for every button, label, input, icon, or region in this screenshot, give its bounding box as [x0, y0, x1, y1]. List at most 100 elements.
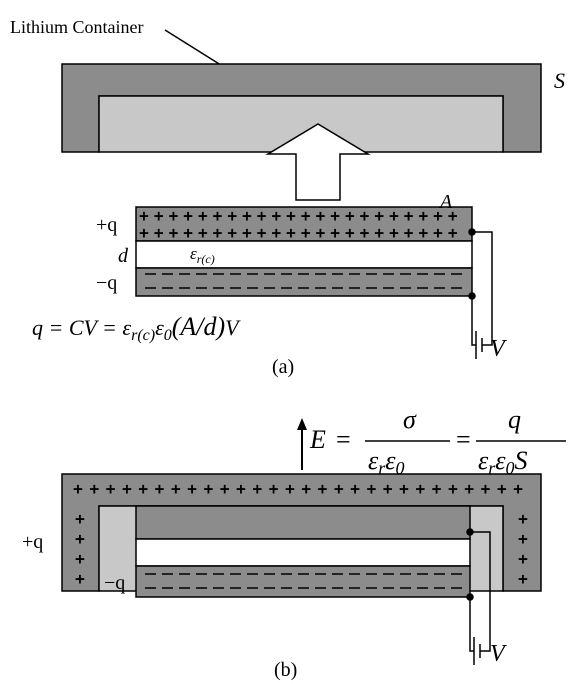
area-A-label: A [438, 191, 453, 213]
plus-charge-mark: + [448, 223, 458, 242]
svg-text:=: = [456, 425, 471, 454]
plus-charge-mark: + [497, 479, 507, 498]
plus-charge-mark: + [75, 509, 85, 528]
plus-charge-mark: + [252, 479, 262, 498]
plus-charge-mark: + [169, 206, 179, 225]
svg-text:εrε0: εrε0 [368, 446, 405, 478]
plus-charge-mark: + [464, 479, 474, 498]
plus-charge-mark: + [138, 479, 148, 498]
plus-charge-mark: + [513, 479, 523, 498]
plus-charge-mark: + [389, 223, 399, 242]
field-arrow [297, 418, 307, 470]
plus-charge-mark: + [345, 223, 355, 242]
plus-charge-mark: + [198, 206, 208, 225]
plus-charge-mark: + [271, 223, 281, 242]
bottom-plate-b [135, 565, 471, 598]
svg-text:εrε0S: εrε0S [478, 446, 528, 478]
plus-charge-mark: + [154, 223, 164, 242]
svg-text:=: = [336, 425, 351, 454]
plus-charge-mark: + [418, 206, 428, 225]
plus-charge-mark: + [360, 223, 370, 242]
plus-charge-mark: + [301, 223, 311, 242]
plus-charge-mark: + [418, 223, 428, 242]
top-plate-a [135, 206, 473, 242]
plus-charge-mark: + [106, 479, 116, 498]
plus-charge-mark: + [316, 223, 326, 242]
plus-charge-mark: + [236, 479, 246, 498]
plus-charge-mark: + [383, 479, 393, 498]
plus-charge-mark: + [257, 206, 267, 225]
plus-charge-mark: + [301, 479, 311, 498]
plus-charge-mark: + [285, 479, 295, 498]
plus-charge-mark: + [89, 479, 99, 498]
transfer-arrow [265, 123, 371, 201]
plus-charge-mark: + [334, 479, 344, 498]
plus-charge-mark: + [518, 509, 528, 528]
plus-charge-mark: + [374, 206, 384, 225]
plus-charge-mark: + [286, 206, 296, 225]
plus-charge-mark: + [433, 223, 443, 242]
plus-q-label-b: +q [22, 531, 43, 553]
plus-charge-mark: + [432, 479, 442, 498]
plus-charge-mark: + [389, 206, 399, 225]
plus-charge-mark: + [73, 479, 83, 498]
caption-b: (b) [274, 659, 297, 681]
plus-charge-mark: + [345, 206, 355, 225]
plus-charge-mark: + [374, 223, 384, 242]
plus-charge-mark: + [183, 223, 193, 242]
plus-charge-mark: + [187, 479, 197, 498]
plus-charge-mark: + [269, 479, 279, 498]
container-charges-b: ++++++++++++++++++++++++++++++++++++ [73, 479, 528, 588]
plus-charge-mark: + [404, 223, 414, 242]
plus-charge-mark: + [415, 479, 425, 498]
plus-charge-mark: + [220, 479, 230, 498]
plus-charge-mark: + [350, 479, 360, 498]
plus-charge-mark: + [257, 223, 267, 242]
plus-charge-mark: + [169, 223, 179, 242]
plus-charge-mark: + [399, 479, 409, 498]
dielectric-gap-a [135, 240, 473, 269]
plus-charge-mark: + [367, 479, 377, 498]
formula-a: q = CV = εr(c)ε0(A/d)V [32, 312, 241, 344]
plus-charge-mark: + [518, 569, 528, 588]
bottom-plate-charges-a [145, 273, 465, 289]
gap-d-label: d [118, 245, 129, 267]
plus-charge-mark: + [198, 223, 208, 242]
top-plate-b [135, 505, 471, 540]
dielectric-eps-label: εr(c) [190, 244, 215, 266]
minus-q-label-b: −q [104, 572, 125, 594]
minus-q-label-a: −q [96, 272, 117, 294]
svg-text:E: E [309, 425, 326, 454]
plus-charge-mark: + [404, 206, 414, 225]
voltage-V-label-a: V [490, 336, 507, 362]
plus-charge-mark: + [242, 206, 252, 225]
plus-charge-mark: + [271, 206, 281, 225]
plus-charge-mark: + [213, 206, 223, 225]
top-plate-charges-a: ++++++++++++++++++++++++++++++++++++++++… [139, 206, 458, 242]
plus-charge-mark: + [433, 206, 443, 225]
bottom-plate-charges-b [145, 573, 463, 589]
plus-charge-mark: + [227, 206, 237, 225]
plus-charge-mark: + [139, 206, 149, 225]
plus-charge-mark: + [183, 206, 193, 225]
plus-charge-mark: + [318, 479, 328, 498]
plus-charge-mark: + [301, 206, 311, 225]
plus-charge-mark: + [448, 479, 458, 498]
plus-charge-mark: + [518, 549, 528, 568]
container-label: Lithium Container [10, 17, 143, 37]
plus-charge-mark: + [204, 479, 214, 498]
battery-circuit-a [468, 228, 493, 359]
plus-charge-mark: + [139, 223, 149, 242]
plus-charge-mark: + [75, 569, 85, 588]
plus-charge-mark: + [286, 223, 296, 242]
plus-charge-mark: + [122, 479, 132, 498]
plus-charge-mark: + [316, 206, 326, 225]
svg-text:σ: σ [403, 405, 417, 434]
surface-S-label: S [554, 68, 565, 93]
plus-charge-mark: + [518, 529, 528, 548]
plus-charge-mark: + [330, 206, 340, 225]
plus-charge-mark: + [75, 549, 85, 568]
bottom-plate-a [135, 267, 473, 297]
plus-charge-mark: + [360, 206, 370, 225]
